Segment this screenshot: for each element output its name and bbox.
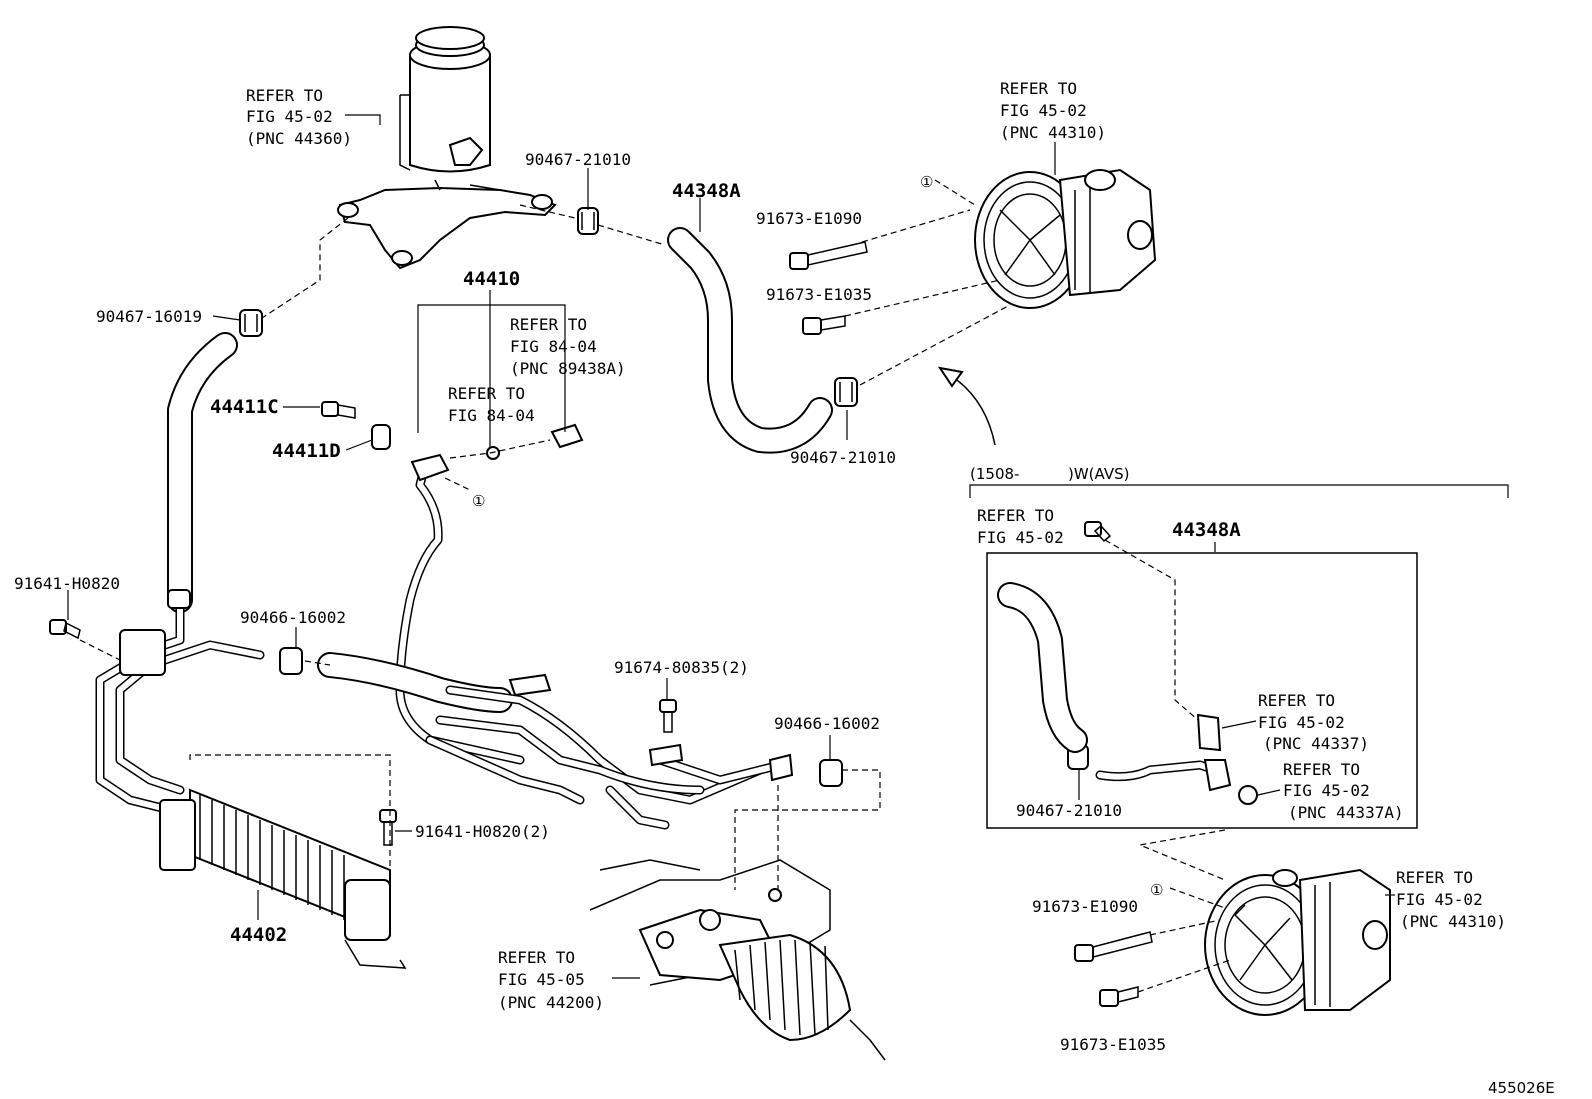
ref-pump-top-line2: FIG 45-02 — [1000, 101, 1087, 120]
bolt-91641-h0820-2 — [379, 809, 397, 846]
ref-fig84-b-line2: FIG 84-04 — [448, 406, 535, 425]
inset-range: (1508- — [970, 465, 1019, 483]
return-hose — [167, 332, 238, 613]
inset-variant: )W(AVS) — [1068, 465, 1129, 483]
part-91673-e1035-bottom: 91673-E1035 — [1060, 1035, 1166, 1054]
ref-pump-top-line3: (PNC 44310) — [1000, 123, 1106, 142]
ref-pnc44337-line1: REFER TO — [1258, 691, 1335, 710]
bolt-44411c — [321, 401, 356, 419]
ref-pump-bottom-line2: FIG 45-02 — [1396, 890, 1483, 909]
part-90466-16002-b: 90466-16002 — [774, 714, 880, 733]
cooler-pipes — [95, 589, 265, 815]
part-44402: 44402 — [230, 924, 287, 946]
part-90467-21010-mid: 90467-21010 — [790, 448, 896, 467]
ref-gear-line2: FIG 45-05 — [498, 970, 585, 989]
ref-pnc44337a-line2: FIG 45-02 — [1283, 781, 1370, 800]
ref-bolt-inset-line1: REFER TO — [977, 506, 1054, 525]
part-90467-21010-top: 90467-21010 — [525, 150, 631, 169]
part-91673-e1035-top: 91673-E1035 — [766, 285, 872, 304]
reference-labels: REFER TO FIG 45-02 (PNC 44360) REFER TO … — [246, 79, 1506, 1012]
clamp-90466-16002-b — [819, 759, 843, 787]
part-44348a-inset: 44348A — [1172, 519, 1241, 541]
ref-pnc44337-line3: (PNC 44337) — [1263, 734, 1369, 753]
ref-reservoir-line2: FIG 45-02 — [246, 107, 333, 126]
clamp-90467-21010-top — [577, 207, 599, 235]
ref-fig84-b-line1: REFER TO — [448, 384, 525, 403]
dashed-connectors — [79, 179, 1231, 993]
part-91641-h0820-2: 91641-H0820(2) — [415, 822, 550, 841]
part-44411c: 44411C — [210, 396, 279, 418]
part-44411d: 44411D — [272, 440, 341, 462]
clamp-44411d — [371, 424, 391, 450]
ref-pnc44337-line2: FIG 45-02 — [1258, 713, 1345, 732]
pressure-line — [395, 453, 525, 765]
ref-fig84-a-line2: FIG 84-04 — [510, 337, 597, 356]
ref-pump-bottom-line1: REFER TO — [1396, 868, 1473, 887]
part-number-labels: 90467-21010 44348A 91673-E1090 91673-E10… — [14, 150, 1555, 1097]
oil-cooler-44402 — [159, 788, 407, 969]
part-44348a-top: 44348A — [672, 180, 741, 202]
leader-lines — [67, 114, 1395, 979]
ref-gear-line1: REFER TO — [498, 948, 575, 967]
bolt-91641-h0820 — [49, 619, 81, 640]
ref-gear-line3: (PNC 44200) — [498, 993, 604, 1012]
bolt-91673-e1035-bottom — [1099, 986, 1139, 1007]
part-91641-h0820: 91641-H0820 — [14, 574, 120, 593]
ref-fig84-a-line3: (PNC 89438A) — [510, 359, 626, 378]
variant-arrow — [937, 366, 996, 446]
ref-reservoir-line3: (PNC 44360) — [246, 129, 352, 148]
clamp-90467-16019 — [239, 309, 263, 337]
ref-pnc44337a-line1: REFER TO — [1283, 760, 1360, 779]
bolt-91673-e1035-top — [802, 315, 846, 335]
pressure-switch — [486, 423, 584, 460]
circle-ref-top: ① — [920, 173, 933, 191]
reservoir-assembly — [337, 26, 557, 270]
part-90467-21010-inset: 90467-21010 — [1016, 801, 1122, 820]
part-91673-e1090-bottom: 91673-E1090 — [1032, 897, 1138, 916]
clamp-90467-21010-mid — [834, 377, 858, 407]
ref-pump-top-line1: REFER TO — [1000, 79, 1077, 98]
circle-ref-bottom: ① — [1150, 881, 1163, 899]
bolt-91673-e1090-bottom — [1074, 931, 1153, 962]
bolt-91674-80835 — [659, 699, 677, 733]
clamp-90466-16002-a — [279, 647, 303, 675]
ref-reservoir-line1: REFER TO — [246, 86, 323, 105]
steering-gear — [589, 859, 886, 1061]
bolt-91673-e1090-top — [789, 241, 868, 270]
ref-pnc44337a-line3: (PNC 44337A) — [1288, 803, 1404, 822]
circle-ref-mid: ① — [472, 492, 485, 510]
inset-section — [969, 484, 1509, 829]
bolt-inset — [1084, 521, 1112, 543]
part-91673-e1090-top: 91673-E1090 — [756, 209, 862, 228]
hose-44348a — [667, 227, 833, 454]
ref-bolt-inset-line2: FIG 45-02 — [977, 528, 1064, 547]
part-90467-16019: 90467-16019 — [96, 307, 202, 326]
part-90466-16002-a: 90466-16002 — [240, 608, 346, 627]
pipe-bundle — [425, 673, 794, 830]
power-steering-pump-top — [974, 168, 1157, 309]
ref-fig84-a-line1: REFER TO — [510, 315, 587, 334]
figure-id: 455026E — [1488, 1079, 1555, 1097]
part-91674-80835: 91674-80835(2) — [614, 658, 749, 677]
power-steering-pump-bottom — [1204, 868, 1391, 1016]
part-44410: 44410 — [463, 268, 520, 290]
ref-pump-bottom-line3: (PNC 44310) — [1400, 912, 1506, 931]
